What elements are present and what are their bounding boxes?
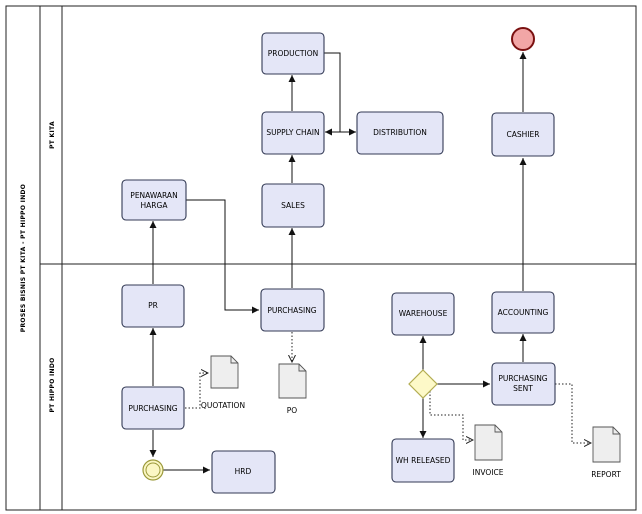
task-distribution[interactable]: DISTRIBUTION [356, 111, 444, 155]
end-event [511, 27, 535, 51]
document-quotation: QUOTATION [201, 355, 245, 410]
task-distribution-label: DISTRIBUTION [373, 128, 427, 137]
start-event [142, 459, 164, 481]
task-penawaran-harga-line2: HARGA [141, 201, 169, 210]
assoc-purchasing-sent-report [555, 383, 591, 443]
task-purchasing-pt-kita-label: PURCHASING [267, 306, 316, 315]
document-po-label: PO [287, 406, 298, 415]
data-associations [185, 332, 591, 443]
task-supply-chain-label: SUPPLY CHAIN [266, 128, 319, 137]
exclusive-gateway [408, 369, 438, 399]
task-purchasing-pt-kita[interactable]: PURCHASING [260, 288, 325, 332]
document-po: PO [278, 363, 307, 415]
assoc-purchasing-quotation [185, 373, 208, 409]
task-warehouse[interactable]: WAREHOUSE [391, 292, 455, 336]
task-pr[interactable]: PR [121, 284, 185, 328]
task-hrd-label: HRD [235, 467, 252, 476]
lane-label-pt-hippo-indo: PT HIPPO INDO [49, 357, 56, 412]
task-warehouse-label: WAREHOUSE [399, 309, 448, 318]
task-purchasing-sent-line1: PURCHASING [498, 374, 547, 383]
task-pr-label: PR [148, 301, 158, 310]
flow-production-to-distribution [324, 52, 356, 136]
task-purchasing-sent[interactable]: PURCHASING SENT [491, 362, 556, 406]
assoc-gateway-invoice [429, 391, 473, 440]
task-penawaran-harga-line1: PENAWARAN [130, 191, 177, 200]
task-penawaran-harga[interactable]: PENAWARAN HARGA [121, 179, 187, 221]
pool: PROSES BISNIS PT KITA - PT HIPPO INDO PT… [5, 5, 637, 511]
task-hrd[interactable]: HRD [211, 450, 276, 494]
task-wh-released-label: WH RELEASED [396, 456, 451, 465]
pool-title: PROSES BISNIS PT KITA - PT HIPPO INDO [20, 184, 27, 332]
task-purchasing-pt-hippo-label: PURCHASING [128, 404, 177, 413]
task-sales-label: SALES [281, 201, 305, 210]
flow-penawaran-to-purchasing [186, 199, 259, 314]
lane-label-pt-kita: PT KITA [49, 121, 56, 149]
document-invoice-label: INVOICE [473, 468, 504, 477]
document-report-label: REPORT [591, 470, 621, 479]
task-accounting[interactable]: ACCOUNTING [491, 291, 555, 334]
task-accounting-label: ACCOUNTING [498, 308, 549, 317]
task-wh-released[interactable]: WH RELEASED [391, 438, 455, 483]
sequence-flows [149, 52, 527, 474]
task-cashier[interactable]: CASHIER [491, 112, 555, 157]
document-quotation-label: QUOTATION [201, 401, 245, 410]
task-cashier-label: CASHIER [507, 130, 540, 139]
task-production-label: PRODUCTION [268, 49, 318, 58]
task-purchasing-pt-hippo[interactable]: PURCHASING [121, 386, 185, 430]
document-invoice: INVOICE [473, 424, 504, 477]
task-purchasing-sent-line2: SENT [513, 384, 533, 393]
task-production[interactable]: PRODUCTION [261, 32, 325, 75]
task-supply-chain[interactable]: SUPPLY CHAIN [261, 111, 325, 155]
document-report: REPORT [591, 426, 621, 479]
task-sales[interactable]: SALES [261, 183, 325, 228]
